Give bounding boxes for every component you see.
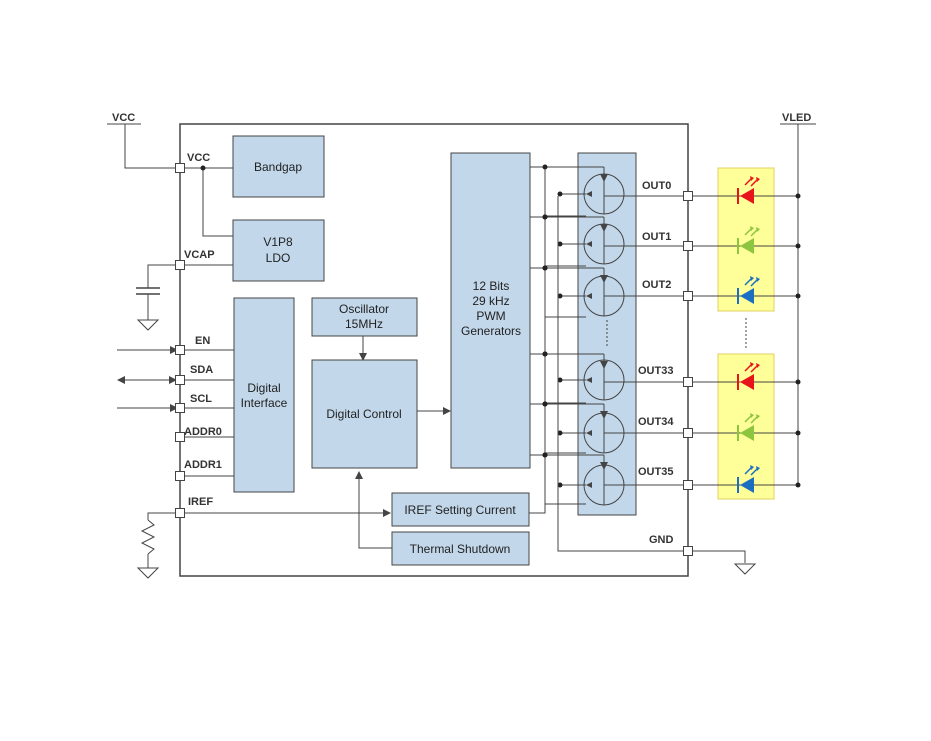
iref-setting-block bbox=[391, 492, 530, 527]
pwm-label-line4: Generators bbox=[461, 324, 521, 338]
iref-setting-label: IREF Setting Current bbox=[404, 503, 516, 517]
bandgap-label: Bandgap bbox=[254, 160, 302, 174]
bandgap-block bbox=[232, 135, 325, 198]
sda-pin-label: SDA bbox=[190, 364, 213, 376]
ground-icon bbox=[136, 567, 160, 579]
thermal-shutdown-label: Thermal Shutdown bbox=[410, 542, 511, 556]
pin-pad bbox=[175, 432, 185, 442]
pin-pad bbox=[683, 241, 693, 251]
vled-label: VLED bbox=[782, 112, 811, 124]
out33-label: OUT33 bbox=[638, 365, 673, 377]
led-panel-top bbox=[717, 167, 775, 312]
led-diode-icon bbox=[737, 413, 760, 441]
resistor-icon bbox=[140, 519, 156, 555]
gnd-label: GND bbox=[649, 534, 674, 546]
pin-pad bbox=[175, 163, 185, 173]
pin-pad bbox=[683, 377, 693, 387]
out35-label: OUT35 bbox=[638, 466, 673, 478]
addr0-pin-label: ADDR0 bbox=[184, 426, 222, 438]
capacitor-icon bbox=[136, 287, 160, 295]
ground-icon bbox=[136, 319, 160, 331]
digital-interface-label-line2: Interface bbox=[241, 396, 288, 410]
digital-control-label: Digital Control bbox=[326, 407, 401, 421]
ldo-label-line1: V1P8 bbox=[263, 235, 293, 249]
pin-pad bbox=[683, 546, 693, 556]
out34-label: OUT34 bbox=[638, 416, 674, 428]
addr1-pin-label: ADDR1 bbox=[184, 459, 222, 471]
pin-pad bbox=[175, 345, 185, 355]
led-diode-icon bbox=[737, 276, 760, 304]
pin-pad bbox=[683, 191, 693, 201]
pwm-label-line2: 29 kHz bbox=[472, 294, 509, 308]
ldo-label-line2: LDO bbox=[266, 251, 291, 265]
out1-label: OUT1 bbox=[642, 231, 671, 243]
digital-control-block bbox=[311, 359, 418, 469]
vcc-pin-label: VCC bbox=[187, 152, 210, 164]
digital-interface-block bbox=[233, 297, 295, 493]
pin-pad bbox=[175, 471, 185, 481]
scl-pin-label: SCL bbox=[190, 393, 212, 405]
oscillator-block bbox=[311, 297, 418, 337]
ground-icon bbox=[733, 563, 757, 575]
pin-pad bbox=[683, 480, 693, 490]
vcc-supply-label: VCC bbox=[112, 112, 135, 124]
pin-pad bbox=[175, 403, 185, 413]
out2-label: OUT2 bbox=[642, 279, 671, 291]
oscillator-label-line1: Oscillator bbox=[339, 302, 389, 316]
led-diode-icon bbox=[737, 176, 760, 204]
digital-interface-label-line1: Digital bbox=[247, 381, 280, 395]
out0-label: OUT0 bbox=[642, 180, 671, 192]
iref-pin-label: IREF bbox=[188, 496, 213, 508]
pin-pad bbox=[175, 260, 185, 270]
pin-pad bbox=[175, 508, 185, 518]
led-diode-icon bbox=[737, 226, 760, 254]
pin-pad bbox=[683, 428, 693, 438]
vcap-pin-label: VCAP bbox=[184, 249, 215, 261]
pwm-label-line1: 12 Bits bbox=[473, 279, 510, 293]
pin-pad bbox=[683, 291, 693, 301]
pin-pad bbox=[175, 375, 185, 385]
ldo-block bbox=[232, 219, 325, 282]
oscillator-label-line2: 15MHz bbox=[345, 317, 383, 331]
led-diode-icon bbox=[737, 362, 760, 390]
led-panel-bottom bbox=[717, 353, 775, 500]
pwm-generators-block bbox=[450, 152, 531, 469]
led-diode-icon bbox=[737, 465, 760, 493]
pwm-label-line3: PWM bbox=[476, 309, 505, 323]
en-pin-label: EN bbox=[195, 335, 210, 347]
